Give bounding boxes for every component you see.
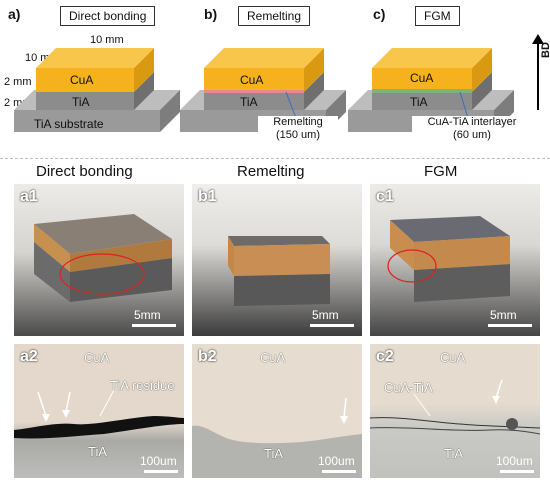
panel-c-title: FGM — [415, 6, 460, 26]
cua-label-b: CuA — [240, 73, 264, 87]
scale-c2: 100um — [496, 454, 533, 468]
remelt-layer — [204, 90, 304, 93]
scale-c1: 5mm — [490, 308, 517, 322]
cua-label-c: CuA — [410, 71, 434, 85]
label-a2: a2 — [20, 348, 38, 365]
scale-b1: 5mm — [312, 308, 339, 322]
interlayer-note: CuA-TiA interlayer (60 um) — [412, 116, 532, 142]
micrograph-b2: b2 CuA TiA 100um — [192, 344, 362, 478]
tia-region-c2: TiA — [444, 446, 464, 461]
dim-top: 10 mm — [90, 34, 124, 46]
photo-title-remelting: Remelting — [237, 163, 305, 180]
micrograph-a2: a2 CuA TiA residue TiA 100um — [14, 344, 184, 478]
stack-direct-bonding — [14, 48, 180, 132]
interface-a2 — [14, 389, 184, 439]
label-c1: c1 — [376, 188, 394, 205]
scalebar-a1 — [132, 324, 176, 327]
tia-label-a: TiA — [72, 95, 90, 109]
cua-region-c2: CuA — [440, 350, 466, 365]
cua-label-a: CuA — [70, 73, 94, 87]
remelting-note: Remelting (150 um) — [258, 116, 338, 142]
substrate-side — [160, 90, 180, 132]
interface-b2 — [192, 397, 362, 478]
note-c2: CuA-TiA — [384, 380, 433, 395]
label-c2: c2 — [376, 348, 394, 365]
interface-c2 — [370, 379, 540, 435]
tia-region-b2: TiA — [264, 446, 284, 461]
tia-region-a2: TiA — [88, 444, 108, 459]
note-a2: TiA residue — [110, 378, 175, 393]
tia-label-b: TiA — [240, 95, 258, 109]
tia-side — [134, 72, 154, 110]
cua-region-b2: CuA — [260, 350, 286, 365]
photo-title-direct: Direct bonding — [36, 163, 133, 180]
substrate-label: TiA substrate — [34, 117, 104, 131]
panel-a-title: Direct bonding — [60, 6, 156, 26]
cua-top — [36, 48, 154, 68]
photo-c1: c1 5mm — [370, 184, 540, 336]
photo-title-fgm: FGM — [424, 163, 458, 180]
scalebar-c2 — [500, 470, 534, 473]
panel-b-title: Remelting — [238, 6, 311, 26]
scale-b2: 100um — [318, 454, 355, 468]
cua-front — [36, 68, 134, 92]
build-direction-arrow — [532, 34, 544, 110]
sample-a1 — [34, 214, 172, 302]
scale-a1: 5mm — [134, 308, 161, 322]
build-direction-label: BD — [540, 42, 550, 58]
tia-label-c: TiA — [410, 95, 428, 109]
section-divider — [0, 158, 550, 159]
tia-front — [36, 92, 134, 110]
schematic-drawing — [14, 34, 544, 132]
label-a1: a1 — [20, 188, 38, 205]
panel-b-letter: b) — [204, 6, 218, 22]
photo-a1: a1 5mm — [14, 184, 184, 336]
dim-cua-height: 2 mm — [4, 76, 32, 88]
micrograph-c2: c2 CuA CuA-TiA TiA 100um — [370, 344, 540, 478]
scalebar-c1 — [488, 324, 532, 327]
stack-fgm — [348, 48, 514, 132]
scalebar-b1 — [310, 324, 354, 327]
scalebar-a2 — [144, 470, 178, 473]
label-b2: b2 — [198, 348, 217, 365]
cua-side — [134, 48, 154, 92]
panel-a-letter: a) — [8, 6, 21, 22]
sample-b1 — [228, 236, 330, 306]
sample-c1 — [387, 216, 510, 302]
panel-c-letter: c) — [373, 6, 386, 22]
scalebar-b2 — [322, 470, 356, 473]
scale-a2: 100um — [140, 454, 177, 468]
cua-region-a2: CuA — [84, 350, 110, 365]
stack-remelting — [180, 48, 346, 132]
label-b1: b1 — [198, 188, 217, 205]
substrate-front — [14, 110, 160, 132]
photo-b1: b1 5mm — [192, 184, 362, 336]
interlayer — [372, 89, 472, 93]
